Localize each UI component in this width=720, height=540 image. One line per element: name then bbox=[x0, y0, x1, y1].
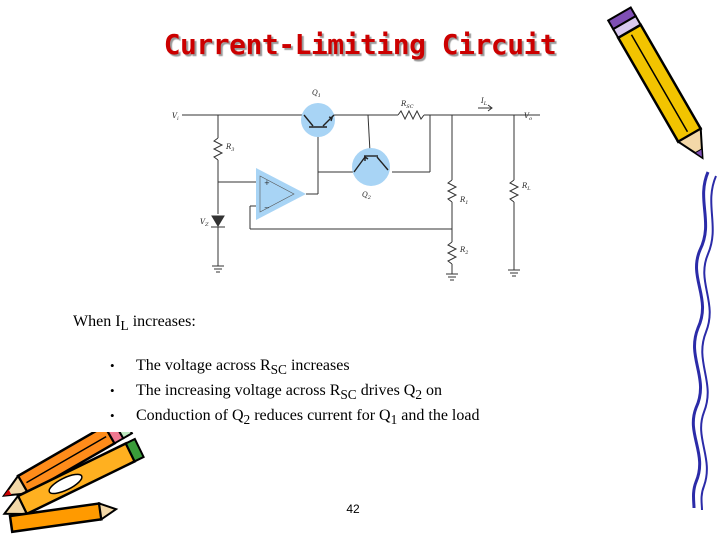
rl-label: RL bbox=[521, 182, 531, 192]
r2-label: R2 bbox=[459, 246, 468, 256]
page-number: 42 bbox=[346, 502, 360, 516]
opamp-plus-label: + bbox=[264, 179, 270, 187]
bullet-item-1: The voltage across RSC increases bbox=[110, 355, 479, 380]
opamp-minus-label: − bbox=[264, 204, 270, 212]
q2-transistor bbox=[352, 148, 390, 186]
pencil-bottom-left-icon bbox=[1, 432, 145, 534]
r1-label: R1 bbox=[459, 196, 468, 206]
q2-label: Q2 bbox=[362, 191, 371, 201]
lead-text: When IL increases: bbox=[73, 313, 196, 334]
q1-label: Q1 bbox=[312, 89, 321, 99]
bullet-list: The voltage across RSC increases The inc… bbox=[110, 355, 479, 431]
il-label: IL bbox=[480, 97, 488, 107]
op-amp bbox=[256, 168, 306, 220]
rsc-label: RSC bbox=[400, 100, 414, 110]
circuit-diagram: + − Q1 Q2 Vi Vo RSC IL R3 VZ R1 R2 RL bbox=[172, 89, 540, 281]
bullet-item-2: The increasing voltage across RSC drives… bbox=[110, 380, 479, 405]
q1-transistor bbox=[301, 103, 335, 137]
pencil-border-right-icon bbox=[691, 171, 717, 510]
vz-label: VZ bbox=[200, 218, 209, 228]
slide-title: Current-Limiting Circuit bbox=[163, 28, 557, 61]
bullet-item-3: Conduction of Q2 reduces current for Q1 … bbox=[110, 405, 479, 430]
vo-label: Vo bbox=[524, 112, 532, 122]
vi-label: Vi bbox=[172, 112, 179, 122]
pencil-top-right-icon bbox=[606, 6, 704, 160]
r3-label: R3 bbox=[225, 143, 234, 153]
